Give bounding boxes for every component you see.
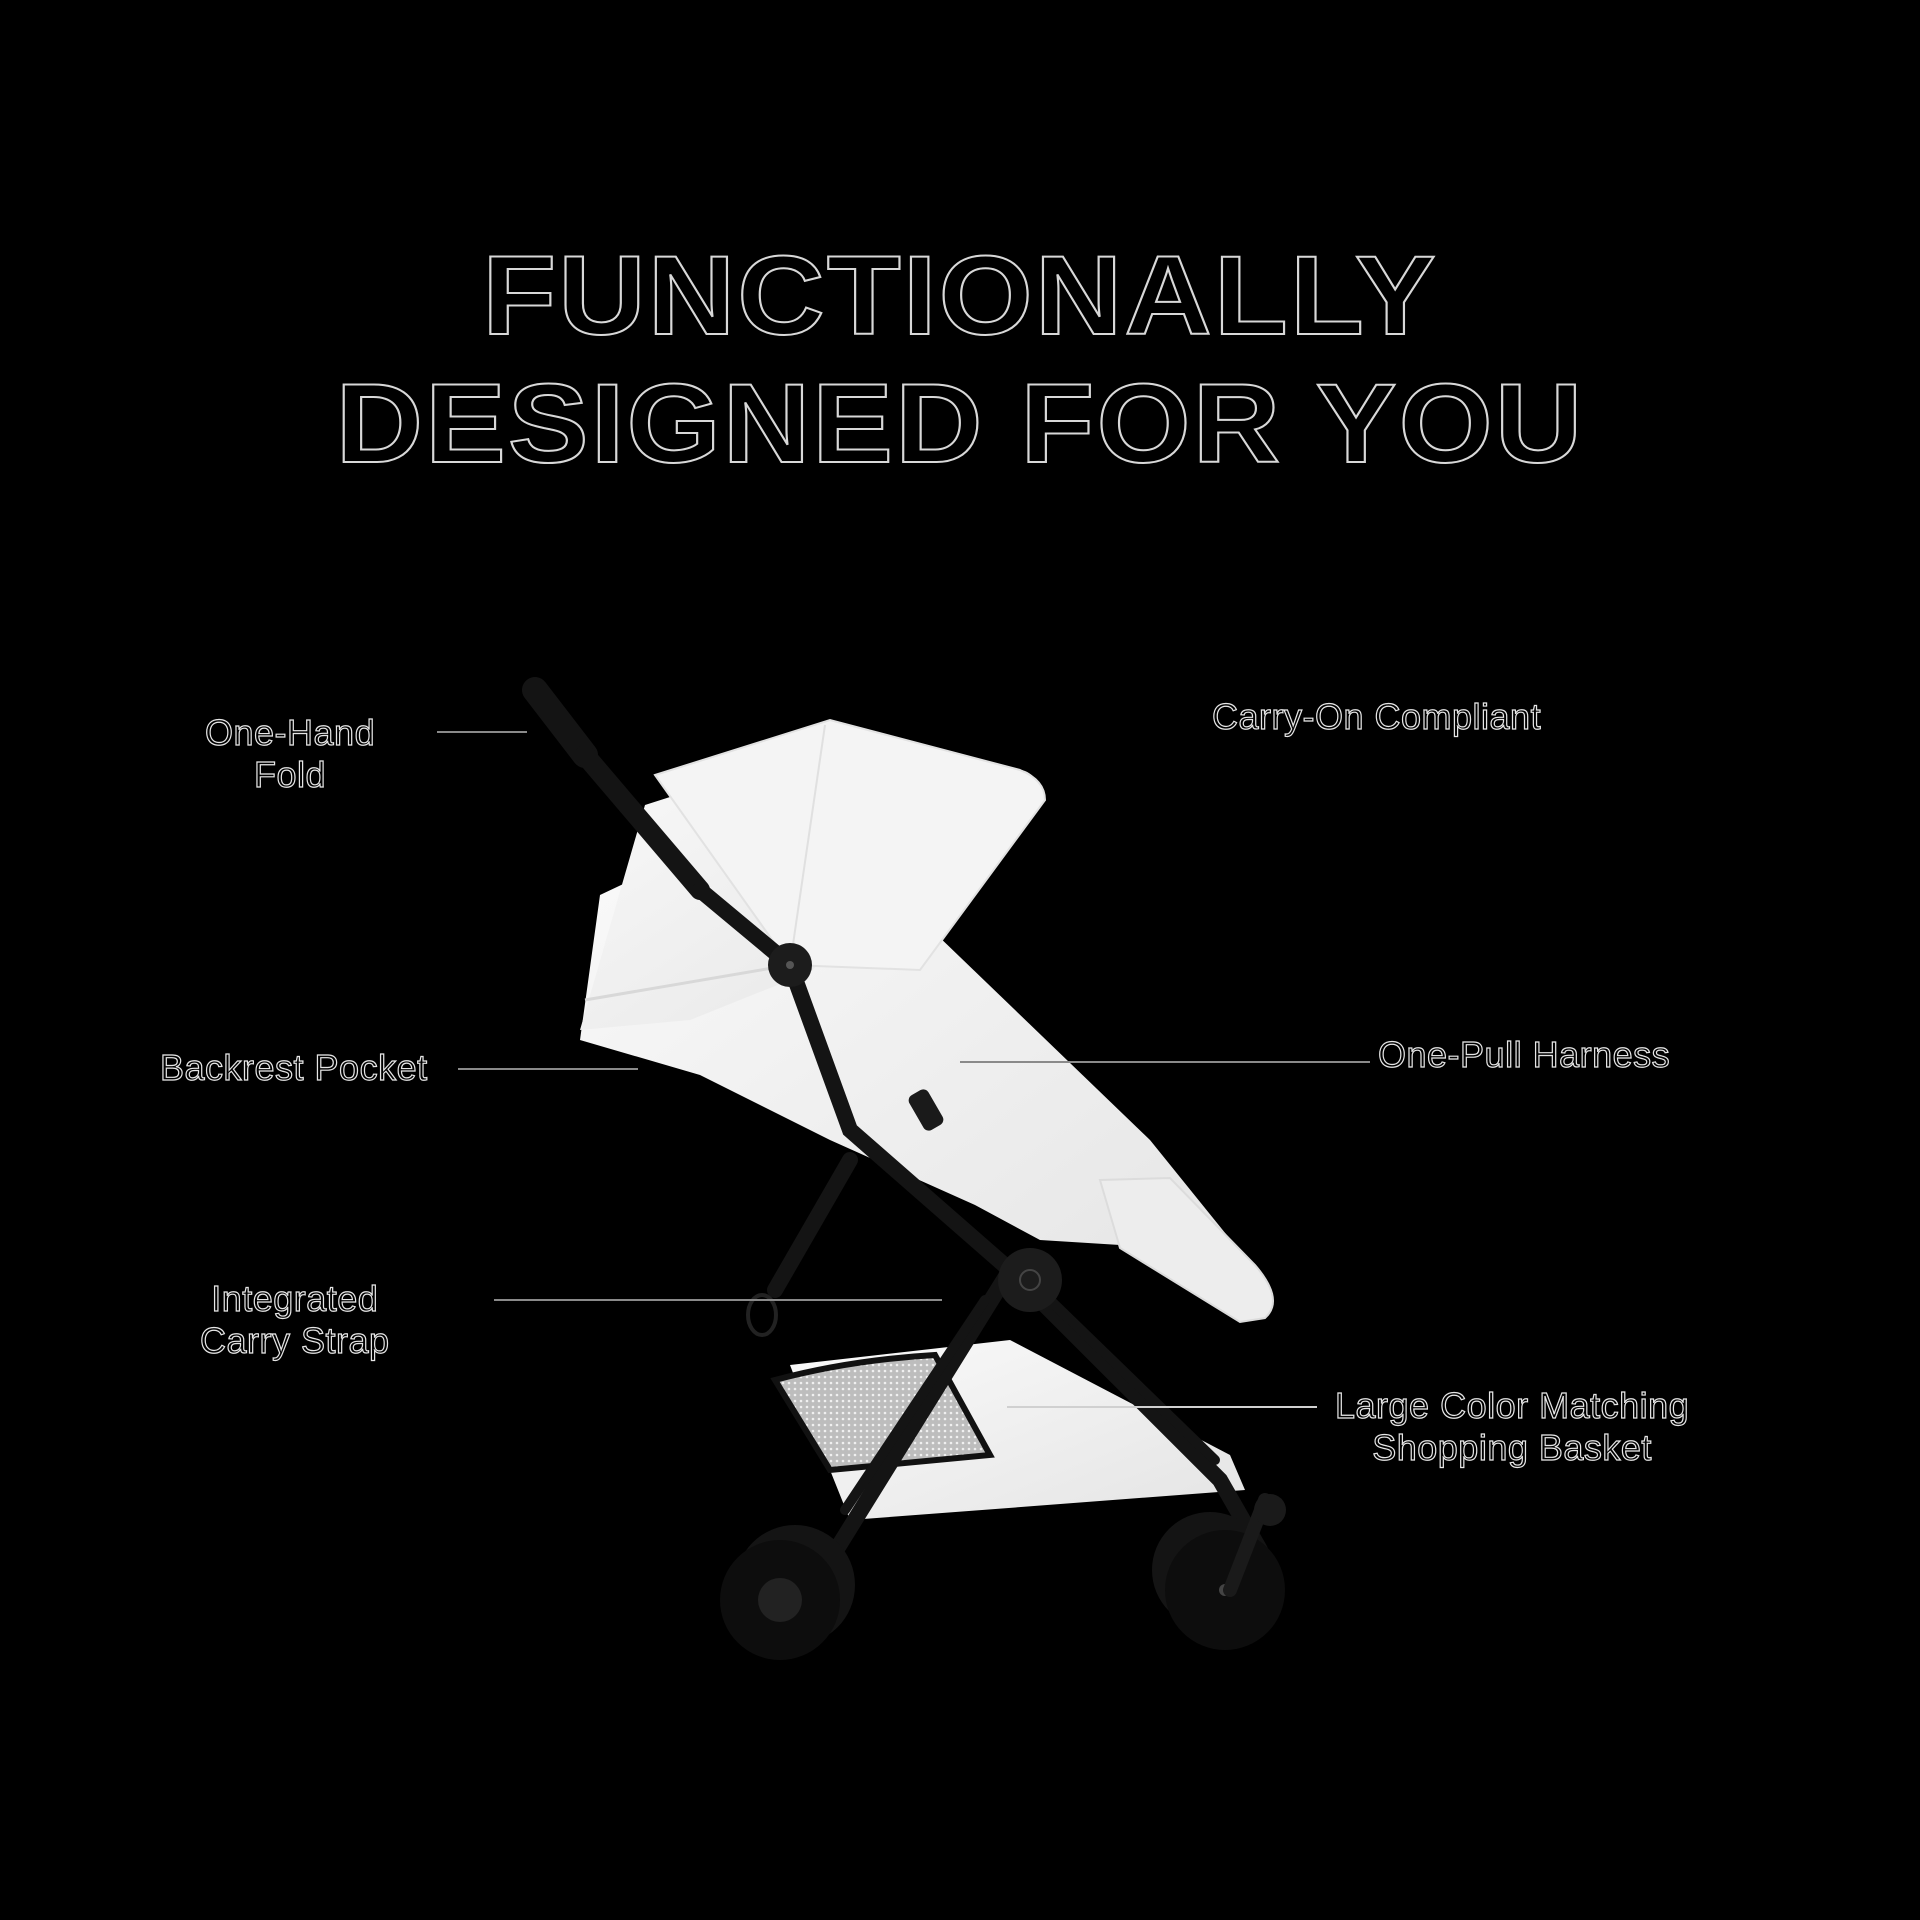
leader-line-shopping-basket [1007, 1406, 1317, 1408]
callout-line: One-Pull Harness [1377, 1033, 1671, 1075]
callout-carry-on-compliant: Carry-On Compliant [1211, 695, 1542, 738]
callout-shopping-basket: Large Color Matching Shopping Basket [1334, 1384, 1690, 1469]
callout-line: Carry Strap [199, 1319, 390, 1361]
wheels [720, 1493, 1286, 1660]
callout-one-hand-fold: One-Hand Fold [204, 711, 376, 796]
callout-line: Large Color Matching [1334, 1384, 1690, 1426]
leader-line-backrest-pocket [458, 1068, 638, 1070]
canopy [580, 718, 1047, 1030]
callout-line: Integrated [211, 1277, 379, 1319]
leader-line-one-hand-fold [437, 731, 527, 733]
callout-one-pull-harness: One-Pull Harness [1377, 1033, 1671, 1076]
leader-line-integrated-carry-strap [494, 1299, 942, 1301]
headline-line-2: DESIGNED FOR YOU [334, 361, 1585, 486]
strap-ring [746, 1293, 778, 1337]
callout-line: Shopping Basket [1372, 1426, 1652, 1468]
callout-line: Carry-On Compliant [1211, 695, 1542, 737]
leader-line-one-pull-harness [960, 1061, 1370, 1063]
callout-line: One-Hand [204, 711, 376, 753]
callout-line: Backrest Pocket [159, 1046, 428, 1088]
callout-backrest-pocket: Backrest Pocket [159, 1046, 428, 1089]
callout-line: Fold [253, 753, 327, 795]
hinges [768, 943, 1062, 1312]
callout-integrated-carry-strap: Integrated Carry Strap [199, 1277, 390, 1362]
headline-line-1: FUNCTIONALLY [481, 233, 1438, 358]
